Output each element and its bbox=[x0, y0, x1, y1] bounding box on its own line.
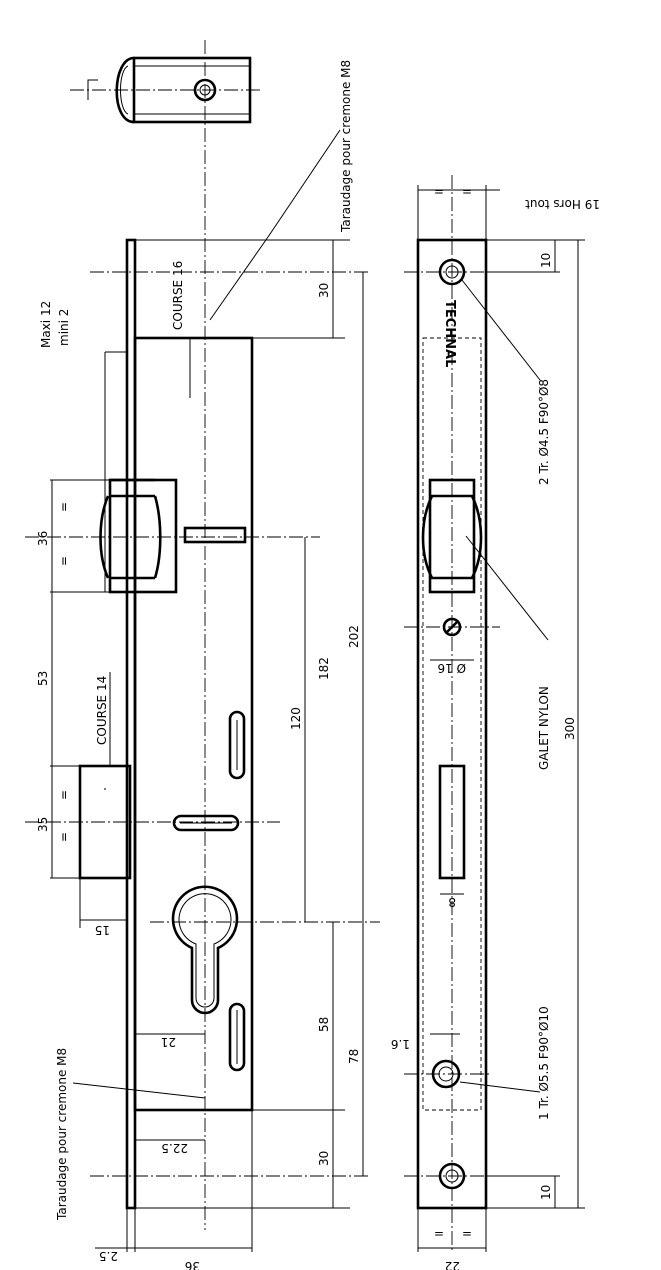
dim-30-top: 30 bbox=[317, 283, 331, 298]
taraudage-top-label: Taraudage pour cremone M8 bbox=[339, 60, 353, 233]
dim-120: 120 bbox=[289, 707, 303, 730]
hole-top-label: 2 Tr. Ø4.5 F90°Ø8 bbox=[537, 379, 551, 485]
dim-21: 21 bbox=[161, 1035, 176, 1049]
eq-mark: = bbox=[462, 185, 472, 199]
front-view bbox=[404, 175, 585, 1252]
eq-mark: = bbox=[57, 832, 71, 842]
eq-mark: = bbox=[57, 556, 71, 566]
slots bbox=[172, 710, 246, 1072]
cylinder-hole bbox=[171, 885, 239, 1015]
technal-logo: TECHNAL bbox=[442, 300, 457, 367]
dim-2-5: 2.5 bbox=[99, 1249, 118, 1263]
top-end-view bbox=[70, 40, 260, 1230]
dim-202: 202 bbox=[347, 625, 361, 648]
dim-dia-16: Ø 16 bbox=[437, 661, 466, 675]
dim-182: 182 bbox=[317, 657, 331, 680]
dim-53: 53 bbox=[36, 671, 50, 686]
dim-30-bottom: 30 bbox=[317, 1151, 331, 1166]
dim-300: 300 bbox=[563, 717, 577, 740]
eq-mark: = bbox=[57, 790, 71, 800]
dim-36-horizontal: 36 bbox=[185, 1259, 200, 1270]
hole-bottom-label: 1 Tr. Ø5.5 F90°Ø10 bbox=[537, 1006, 551, 1120]
mini-label: mini 2 bbox=[57, 309, 71, 346]
course14-label: COURSE 14 bbox=[95, 676, 109, 745]
maxi-label: Maxi 12 bbox=[39, 301, 53, 348]
labels: Taraudage pour cremone M8 Taraudage pour… bbox=[36, 60, 600, 1270]
eq-mark: = bbox=[57, 502, 71, 512]
dim-1-6: 1.6 bbox=[391, 1037, 410, 1051]
eq-mark: = bbox=[434, 185, 444, 199]
dim-22: 22 bbox=[445, 1259, 460, 1270]
eq-mark: = bbox=[462, 1227, 472, 1241]
side-view bbox=[25, 129, 380, 1252]
dim-8: 8 bbox=[448, 895, 456, 909]
taraudage-bottom-label: Taraudage pour cremone M8 bbox=[55, 1048, 69, 1221]
dim-58: 58 bbox=[317, 1017, 331, 1032]
course16-label: COURSE 16 bbox=[171, 261, 185, 330]
roller-latch bbox=[99, 478, 247, 594]
dim-10-bottom: 10 bbox=[539, 1185, 553, 1200]
dim-36-vertical: 36 bbox=[36, 531, 50, 546]
dim-35: 35 bbox=[36, 817, 50, 832]
hors-tout-label: 19 Hors tout bbox=[525, 197, 600, 211]
dim-15: 15 bbox=[95, 923, 110, 937]
dim-22-5: 22.5 bbox=[161, 1141, 188, 1155]
dim-78: 78 bbox=[347, 1049, 361, 1064]
galet-label: GALET NYLON bbox=[537, 686, 551, 770]
eq-mark: = bbox=[434, 1227, 444, 1241]
dim-10-top: 10 bbox=[539, 253, 553, 268]
